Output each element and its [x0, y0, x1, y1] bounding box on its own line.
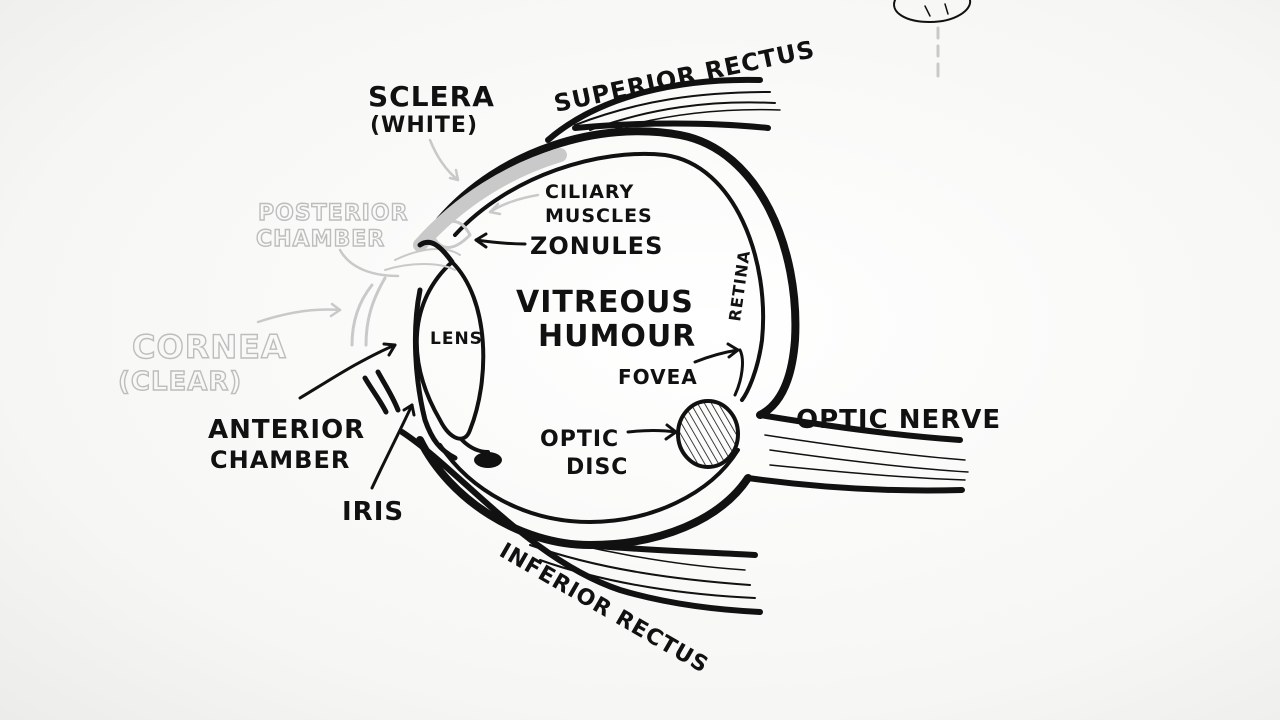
posterior-chamber-arrow	[340, 250, 398, 276]
sclera-label: SCLERA	[368, 80, 495, 113]
vitreous-humour-sub-label: HUMOUR	[538, 319, 696, 354]
fovea-label: FOVEA	[618, 365, 698, 389]
optic-disc-sub-label: DISC	[566, 455, 628, 480]
zonules-label: ZONULES	[530, 232, 663, 260]
sclera-arrow	[430, 140, 458, 180]
cornea-sub-label: (CLEAR)	[118, 367, 242, 397]
vitreous-humour-label: VITREOUS	[516, 285, 694, 320]
ciliary-muscles-sub-label: MUSCLES	[545, 205, 653, 227]
iris-arrow	[372, 405, 412, 488]
cornea-arrow	[258, 310, 340, 323]
corner-doodle	[894, 0, 970, 76]
ciliary-muscles-label: CILIARY	[545, 181, 634, 203]
lens-label: LENS	[430, 329, 483, 349]
posterior-chamber-sub-label: CHAMBER	[256, 227, 385, 252]
optic-disc	[678, 401, 738, 467]
inferior-rectus-label: INFERIOR RECTUS	[495, 539, 713, 679]
optic-disc-arrow	[628, 431, 676, 433]
sclera-sub-label: (WHITE)	[370, 113, 478, 138]
cornea-label: CORNEA	[132, 328, 287, 366]
anterior-chamber-sub-label: CHAMBER	[210, 446, 350, 474]
superior-rectus-label: SUPERIOR RECTUS	[551, 35, 817, 118]
lens	[417, 262, 484, 439]
optic-disc-label: OPTIC	[540, 427, 619, 452]
anterior-chamber-arrow	[300, 345, 395, 398]
iris-label: IRIS	[342, 497, 404, 527]
optic-nerve-label: OPTIC NERVE	[796, 405, 1001, 435]
anterior-chamber-label: ANTERIOR	[208, 415, 365, 445]
posterior-chamber-label: POSTERIOR	[258, 201, 408, 226]
retina-label: RETINA	[725, 249, 754, 323]
